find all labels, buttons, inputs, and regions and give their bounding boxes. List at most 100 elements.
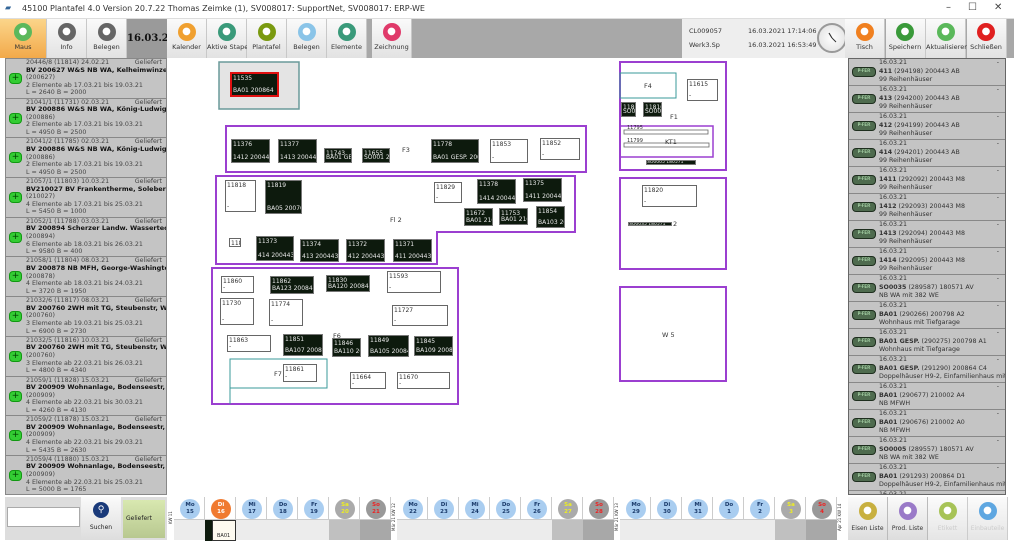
production-list-item[interactable]: P-FER - 16.03.21 1414 (292095) 200443 M8… xyxy=(849,248,1005,275)
order-list-item[interactable]: + 21041/2 (11785) 02.03.21 Geliefert BV … xyxy=(6,138,166,179)
add-plus-icon[interactable]: + xyxy=(9,469,22,481)
production-list[interactable]: P-FER - 16.03.21 411 (294198) 200443 AB … xyxy=(848,58,1006,495)
add-plus-icon[interactable]: + xyxy=(9,430,22,442)
day-slot[interactable] xyxy=(583,519,614,540)
production-list-item[interactable]: P-FER - 16.03.21 1413 (292094) 200443 M8… xyxy=(849,221,1005,248)
add-plus-icon[interactable]: + xyxy=(9,231,22,243)
element-piece[interactable]: 11593- xyxy=(387,271,441,293)
minimize-button[interactable]: – xyxy=(946,2,951,13)
order-list-item[interactable]: + 21032/6 (11817) 08.03.21 Geliefert BV … xyxy=(6,297,166,337)
order-list-item[interactable]: + 21041/1 (11731) 02.03.21 Geliefert BV … xyxy=(6,99,166,139)
element-piece[interactable]: 11860- xyxy=(221,276,254,293)
order-list-item[interactable]: + 21058/1 (11804) 08.03.21 Geliefert BV … xyxy=(6,257,166,298)
tool-maus-button[interactable]: ●Maus xyxy=(0,19,47,58)
order-list-item[interactable]: + 21032/5 (11816) 10.03.21 Geliefert BV … xyxy=(6,337,166,377)
status-badge[interactable]: P-FER xyxy=(852,364,876,374)
status-badge[interactable]: P-FER xyxy=(852,418,876,428)
production-list-item[interactable]: P-FER - 16.03.21 413 (294200) 200443 AB … xyxy=(849,86,1005,113)
day-slot[interactable] xyxy=(236,519,267,540)
order-list-item[interactable]: + 21059/2 (11878) 15.03.21 Geliefert BV … xyxy=(6,416,166,456)
status-badge[interactable]: P-FER xyxy=(852,94,876,104)
production-list-item[interactable]: P-FER - 16.03.21 SO0005 (289557) 180571 … xyxy=(849,437,1005,464)
close-window-button[interactable]: ✕ xyxy=(994,2,1003,13)
status-badge[interactable]: P-FER xyxy=(852,283,876,293)
day-slot[interactable] xyxy=(397,519,428,540)
production-list-item[interactable]: P-FER - 16.03.21 412 (294199) 200443 AB … xyxy=(849,113,1005,140)
element-piece[interactable]: 11795 xyxy=(626,124,656,130)
element-piece[interactable]: 11863- xyxy=(227,335,271,352)
day-slot[interactable] xyxy=(298,519,329,540)
production-list-item[interactable]: P-FER - 16.03.21 414 (294201) 200443 AB … xyxy=(849,140,1005,167)
tool-info-button[interactable]: ●Info xyxy=(47,19,87,58)
view-belegen-button[interactable]: ●Belegen xyxy=(287,19,327,58)
view-plantafel-button[interactable]: ●Plantafel xyxy=(247,19,287,58)
element-piece[interactable]: 11774- xyxy=(269,299,303,326)
production-list-item[interactable]: P-FER - 16.03.21 1412 (292093) 200443 M8… xyxy=(849,194,1005,221)
filter-geliefert-button[interactable]: Geliefert xyxy=(123,500,165,538)
element-piece[interactable]: 11670- xyxy=(397,372,450,389)
element-piece[interactable]: 11861- xyxy=(283,364,317,382)
status-badge[interactable]: P-FER xyxy=(852,310,876,320)
element-piece[interactable]: 11823 xyxy=(229,238,241,247)
day-slot[interactable] xyxy=(806,519,837,540)
order-list[interactable]: + 20446/8 (11814) 24.02.21 Geliefert BV … xyxy=(5,58,167,495)
view-zeichnung-button[interactable]: ●Zeichnung xyxy=(372,19,412,58)
order-list-item[interactable]: + 21052/1 (11788) 03.03.21 Geliefert BV … xyxy=(6,218,166,258)
add-plus-icon[interactable]: + xyxy=(9,390,22,402)
element-piece[interactable]: 11829- xyxy=(434,182,462,203)
prod-liste-button[interactable]: ●Prod. Liste xyxy=(888,497,928,540)
production-list-item[interactable]: P-FER - 16.03.21 BA01 (290676) 210002 A0… xyxy=(849,410,1005,437)
action-table-button[interactable]: ●Tisch xyxy=(845,19,885,58)
element-piece[interactable]: 11727- xyxy=(392,305,448,326)
day-slot[interactable] xyxy=(329,519,360,540)
search-button[interactable]: ⚲ Suchen xyxy=(81,497,121,540)
add-plus-icon[interactable]: + xyxy=(9,112,22,124)
einbauteile-button[interactable]: ●Einbauteile xyxy=(968,497,1008,540)
status-badge[interactable]: P-FER xyxy=(852,229,876,239)
production-list-item[interactable]: P-FER - 16.03.21 BA01 GESP. (291290) 200… xyxy=(849,356,1005,383)
element-piece[interactable]: 11818- xyxy=(225,180,256,212)
element-piece[interactable]: 11615- xyxy=(687,79,718,101)
day-slot[interactable] xyxy=(744,519,775,540)
status-badge[interactable]: P-FER xyxy=(852,472,876,482)
status-badge[interactable]: P-FER xyxy=(852,148,876,158)
order-list-item[interactable]: + 21059/4 (11880) 15.03.21 Geliefert BV … xyxy=(6,456,166,494)
status-badge[interactable]: P-FER xyxy=(852,202,876,212)
etikett-button[interactable]: ●Etikett xyxy=(928,497,968,540)
production-list-item[interactable]: P-FER - 16.03.21 BA01 (291293) 200864 D1… xyxy=(849,464,1005,491)
production-list-item[interactable]: P-FER - 16.03.21 411 (294198) 200443 AB … xyxy=(849,59,1005,86)
add-plus-icon[interactable]: + xyxy=(9,152,22,164)
add-plus-icon[interactable]: + xyxy=(9,271,22,283)
action-save-button[interactable]: ●Speichern xyxy=(885,19,926,58)
day-slot[interactable] xyxy=(521,519,552,540)
day-slot[interactable] xyxy=(428,519,459,540)
status-badge[interactable]: P-FER xyxy=(852,256,876,266)
element-piece[interactable]: 11853- xyxy=(490,139,528,163)
add-plus-icon[interactable]: + xyxy=(9,311,22,323)
status-badge[interactable]: P-FER xyxy=(852,121,876,131)
scheduled-piece[interactable]: BA01 xyxy=(217,533,231,539)
